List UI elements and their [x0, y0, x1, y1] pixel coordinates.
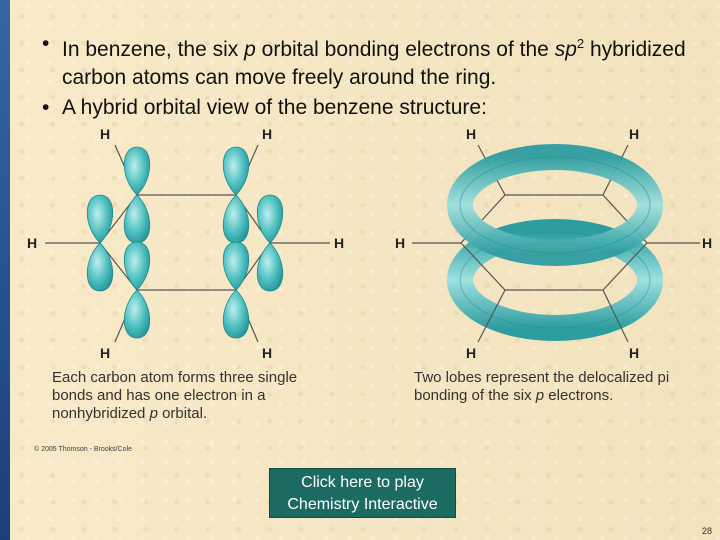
h-label: H [466, 345, 476, 361]
h-label: H [466, 126, 476, 142]
p-orbital-lobes [87, 146, 283, 339]
play-interactive-button[interactable]: Click here to play Chemistry Interactive [269, 468, 456, 518]
bullet-list: In benzene, the six p orbital bonding el… [42, 30, 702, 124]
h-label: H [27, 235, 37, 251]
h-label: H [100, 345, 110, 361]
p-orbital-lobe [223, 241, 249, 291]
p-orbital-lobe [257, 242, 283, 292]
bullet-item-benzene-electrons: In benzene, the six p orbital bonding el… [42, 30, 702, 92]
h-label: H [100, 126, 110, 142]
p-orbital-lobe [223, 146, 249, 196]
page-number: 28 [701, 526, 712, 536]
delocalized-pi-rings [412, 144, 700, 343]
h-label: H [334, 235, 344, 251]
h-label: H [262, 126, 272, 142]
h-label: H [395, 235, 405, 251]
sigma-bond-framework [45, 144, 330, 343]
right-figure-caption: Two lobes represent the delocalized pi b… [414, 369, 670, 404]
p-orbital-lobe [223, 289, 249, 339]
h-label: H [702, 235, 712, 251]
copyright-notice: © 2005 Thomson - Brooks/Cole [34, 446, 133, 453]
h-label: H [629, 345, 639, 361]
h-label: H [262, 345, 272, 361]
p-orbital-lobe [124, 289, 150, 339]
bullet-item-hybrid-view: A hybrid orbital view of the benzene str… [42, 94, 702, 122]
p-orbital-lobe [124, 146, 150, 196]
p-orbital-lobe [124, 241, 150, 291]
right-hydrogen-labels: H H H H H H [395, 126, 712, 361]
left-figure-caption: Each carbon atom forms three single bond… [52, 369, 298, 422]
p-orbital-lobe [223, 194, 249, 244]
p-orbital-lobe [124, 194, 150, 244]
p-orbital-lobe [87, 194, 113, 244]
p-orbital-lobe [87, 242, 113, 292]
h-label: H [629, 126, 639, 142]
left-hydrogen-labels: H H H H H H [27, 126, 344, 361]
left-accent-bar [0, 0, 10, 540]
p-orbital-lobe [257, 194, 283, 244]
